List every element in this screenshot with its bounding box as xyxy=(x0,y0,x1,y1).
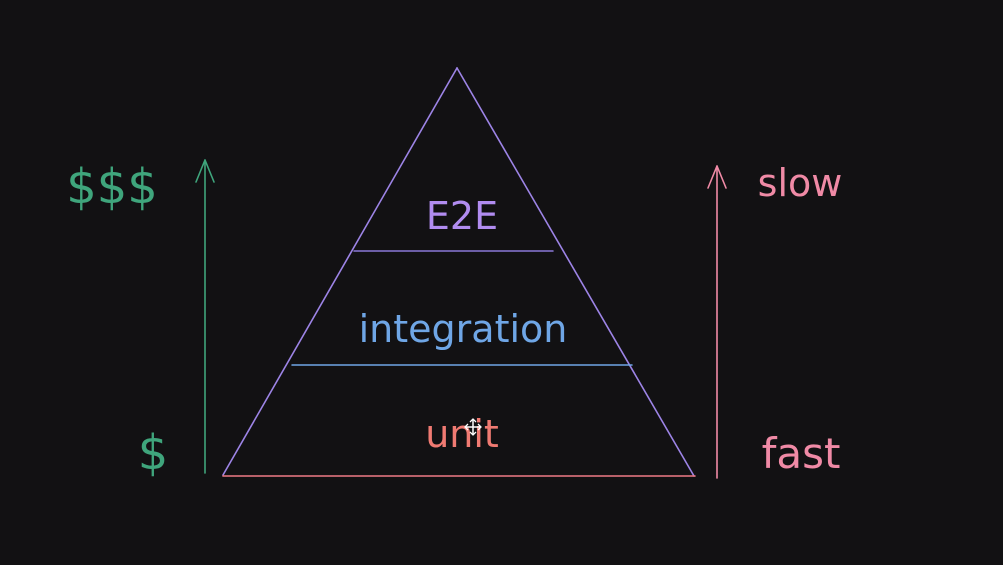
cost-axis xyxy=(195,159,215,474)
speed-axis-arrowhead xyxy=(707,165,727,189)
pyramid xyxy=(222,67,696,477)
speed-label-fast: fast xyxy=(762,429,841,478)
speed-label-slow: slow xyxy=(758,161,843,205)
speed-axis xyxy=(707,165,727,479)
layer-label-unit: unit xyxy=(425,412,499,456)
move-cursor-icon xyxy=(464,418,482,436)
pyramid-right-edge xyxy=(456,67,695,477)
pyramid-left-edge xyxy=(222,67,458,476)
cost-label-high: $$$ xyxy=(66,159,158,215)
layer-label-integration: integration xyxy=(359,307,568,351)
cost-axis-arrowhead xyxy=(195,159,215,183)
layer-label-e2e: E2E xyxy=(426,194,498,238)
cost-label-low: $ xyxy=(138,425,169,481)
